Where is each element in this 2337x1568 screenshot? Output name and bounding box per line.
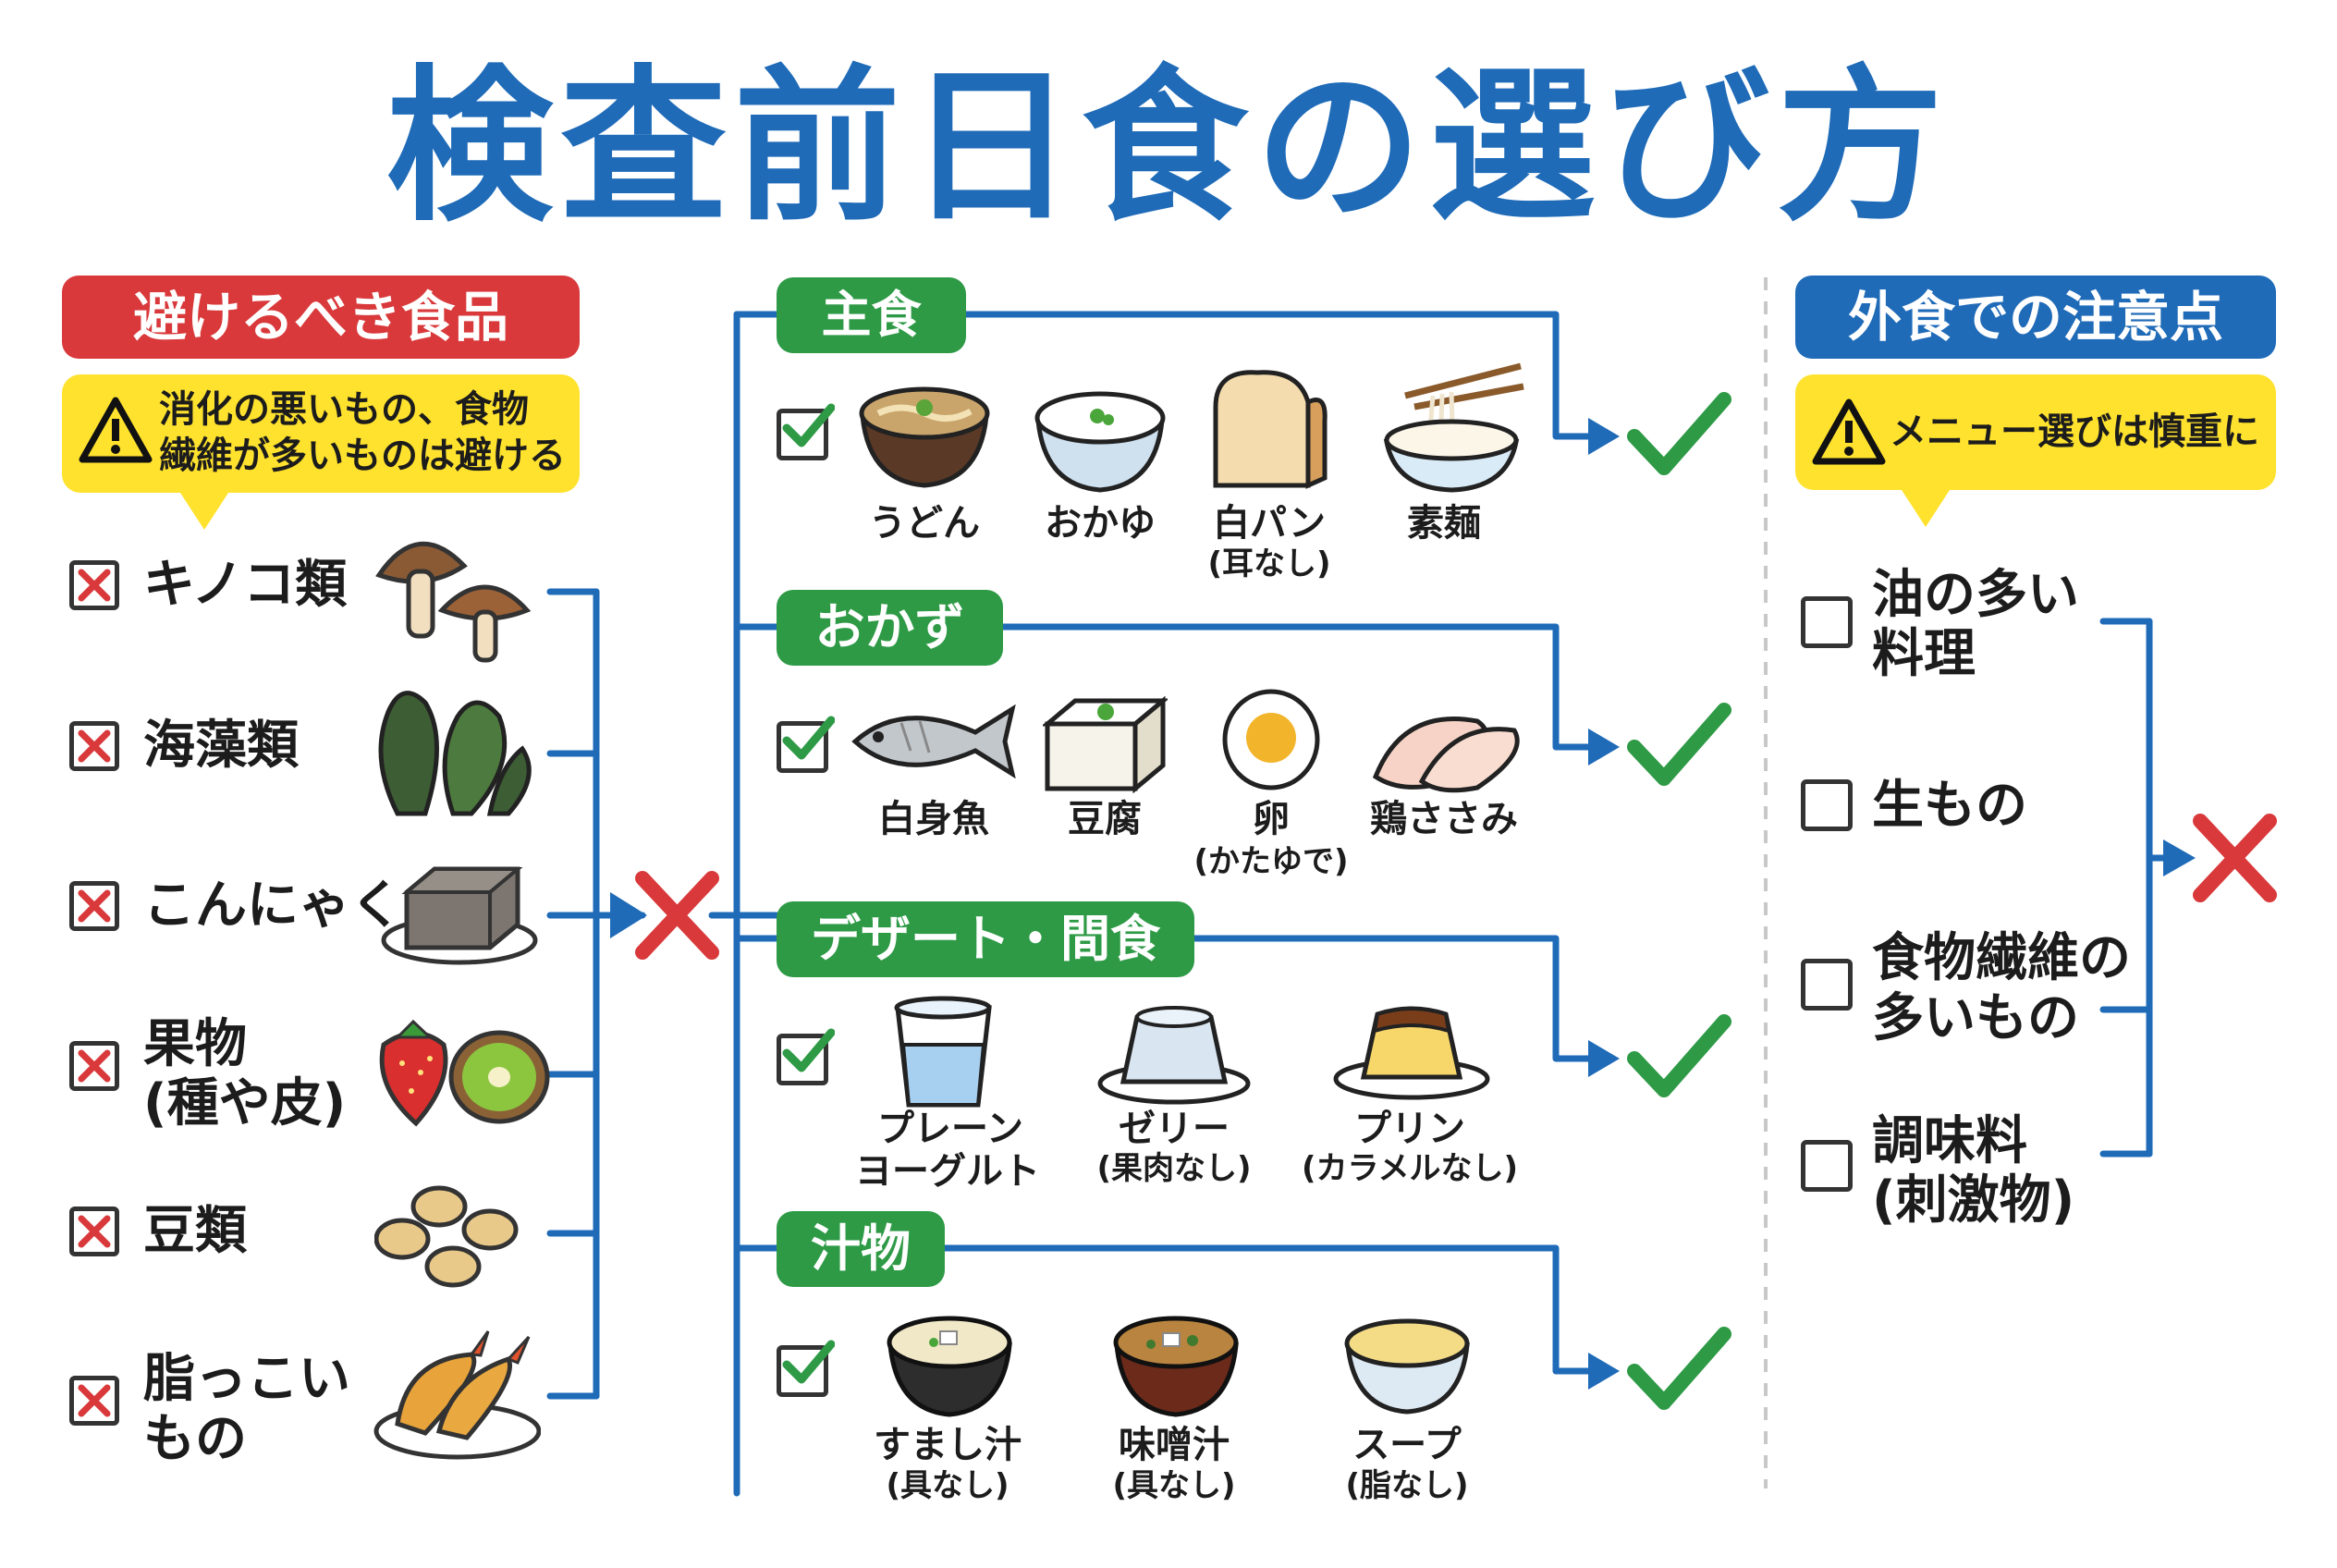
x-checkbox bbox=[69, 560, 119, 610]
udon-icon bbox=[859, 386, 990, 488]
food-sub: (果肉なし) bbox=[1096, 1150, 1252, 1187]
seaweed-icon bbox=[378, 691, 532, 816]
jelly-icon bbox=[1097, 1006, 1251, 1105]
eatout-item-label: 調味料 bbox=[1872, 1111, 2027, 1171]
food-name: おかゆ bbox=[1045, 502, 1156, 545]
avoid-note-line1: 消化の悪いもの、食物 bbox=[159, 388, 529, 431]
food-name: 鶏ささみ bbox=[1370, 798, 1518, 840]
avoid-item-sublabel: (種や皮) bbox=[143, 1073, 347, 1133]
avoid-header: 避けるべき食品 bbox=[62, 276, 580, 359]
eatout-item-sublabel: (刺激物) bbox=[1872, 1170, 2075, 1231]
food-sub: ヨーグルト bbox=[855, 1150, 1040, 1193]
avoid-item-label: こんにゃく bbox=[143, 876, 402, 936]
fruit-icon bbox=[379, 1019, 550, 1127]
clear-soup-icon bbox=[887, 1316, 1012, 1417]
food-sub: (耳なし) bbox=[1207, 545, 1331, 582]
bread-icon bbox=[1213, 370, 1328, 489]
category-header-side: おかず bbox=[777, 590, 1003, 666]
pudding-icon bbox=[1333, 1006, 1490, 1100]
food-sub: (脂なし) bbox=[1345, 1467, 1469, 1504]
empty-checkbox bbox=[1801, 596, 1853, 648]
food-sub: (カラメルなし) bbox=[1301, 1150, 1519, 1187]
okayu-icon bbox=[1034, 391, 1166, 493]
food-name: 白身魚 bbox=[878, 798, 989, 840]
eatout-item-sublabel: 多いもの bbox=[1872, 988, 2079, 1048]
food-name: ゼリー bbox=[1119, 1108, 1230, 1150]
mushroom-icon bbox=[375, 541, 532, 663]
food-sub: (具なし) bbox=[1112, 1467, 1236, 1504]
x-checkbox bbox=[69, 1376, 119, 1426]
avoid-note-line2: 繊維が多いものは避ける bbox=[159, 435, 566, 477]
avoid-note: 消化の悪いもの、食物 繊維が多いものは避ける bbox=[62, 374, 580, 530]
food-name: 豆腐 bbox=[1068, 798, 1142, 840]
fish-icon bbox=[851, 704, 1016, 779]
eatout-header: 外食での注意点 bbox=[1795, 276, 2276, 359]
food-sub: (具なし) bbox=[886, 1467, 1009, 1504]
fried-shrimp-icon bbox=[373, 1330, 541, 1460]
food-name: 卵 bbox=[1253, 798, 1290, 840]
empty-checkbox bbox=[1801, 1140, 1853, 1192]
warning-icon bbox=[79, 397, 153, 463]
check-box bbox=[777, 403, 835, 460]
eatout-item-label: 生もの bbox=[1872, 776, 2027, 836]
tofu-icon bbox=[1043, 695, 1168, 793]
food-name: プリン bbox=[1354, 1108, 1465, 1150]
empty-checkbox bbox=[1801, 959, 1853, 1011]
food-name: 素麺 bbox=[1407, 502, 1481, 545]
check-box bbox=[777, 1028, 835, 1085]
avoid-item-label: キノコ類 bbox=[143, 555, 348, 615]
eatout-item-label: 食物繊維の bbox=[1872, 928, 2131, 988]
avoid-item-label: 果物 bbox=[143, 1014, 247, 1074]
x-checkbox bbox=[69, 1207, 119, 1256]
avoid-item-label: 海藻類 bbox=[143, 716, 299, 776]
x-checkbox bbox=[69, 881, 119, 931]
miso-soup-icon bbox=[1113, 1316, 1239, 1417]
eatout-note-text: メニュー選びは慎重に bbox=[1890, 410, 2259, 453]
check-box bbox=[777, 716, 835, 773]
food-name: 白パン bbox=[1213, 502, 1326, 545]
avoid-item-sublabel: もの bbox=[143, 1409, 247, 1469]
avoid-item-label: 豆類 bbox=[143, 1201, 247, 1261]
eatout-note: メニュー選びは慎重に bbox=[1795, 374, 2276, 527]
category-header-soup: 汁物 bbox=[777, 1211, 945, 1287]
yogurt-icon bbox=[894, 996, 992, 1108]
beans-icon bbox=[374, 1185, 519, 1288]
empty-checkbox bbox=[1801, 779, 1853, 831]
eatout-item-label: 油の多い bbox=[1872, 565, 2079, 625]
food-name: うどん bbox=[869, 502, 980, 545]
food-name: プレーン bbox=[877, 1108, 1023, 1150]
food-name: すまし汁 bbox=[874, 1424, 1022, 1466]
eatout-item-sublabel: 料理 bbox=[1872, 624, 1976, 684]
food-sub: (かたゆで) bbox=[1193, 843, 1349, 880]
category-header-dessert: デザート・間食 bbox=[777, 901, 1194, 977]
egg-icon bbox=[1222, 689, 1320, 790]
warning-icon bbox=[1812, 398, 1886, 465]
soup-icon bbox=[1344, 1318, 1470, 1415]
x-checkbox bbox=[69, 721, 119, 771]
avoid-item-label: 脂っこい bbox=[143, 1349, 350, 1409]
food-name: 味噌汁 bbox=[1119, 1424, 1230, 1466]
chicken-icon bbox=[1372, 717, 1520, 793]
konjac-icon bbox=[381, 866, 538, 965]
check-box bbox=[777, 1340, 835, 1397]
x-checkbox bbox=[69, 1041, 119, 1091]
page-title: 検査前日食の選び方 bbox=[385, 51, 1951, 244]
food-name: スープ bbox=[1352, 1424, 1462, 1466]
somen-icon bbox=[1383, 362, 1524, 493]
category-header-staple: 主食 bbox=[777, 277, 966, 353]
